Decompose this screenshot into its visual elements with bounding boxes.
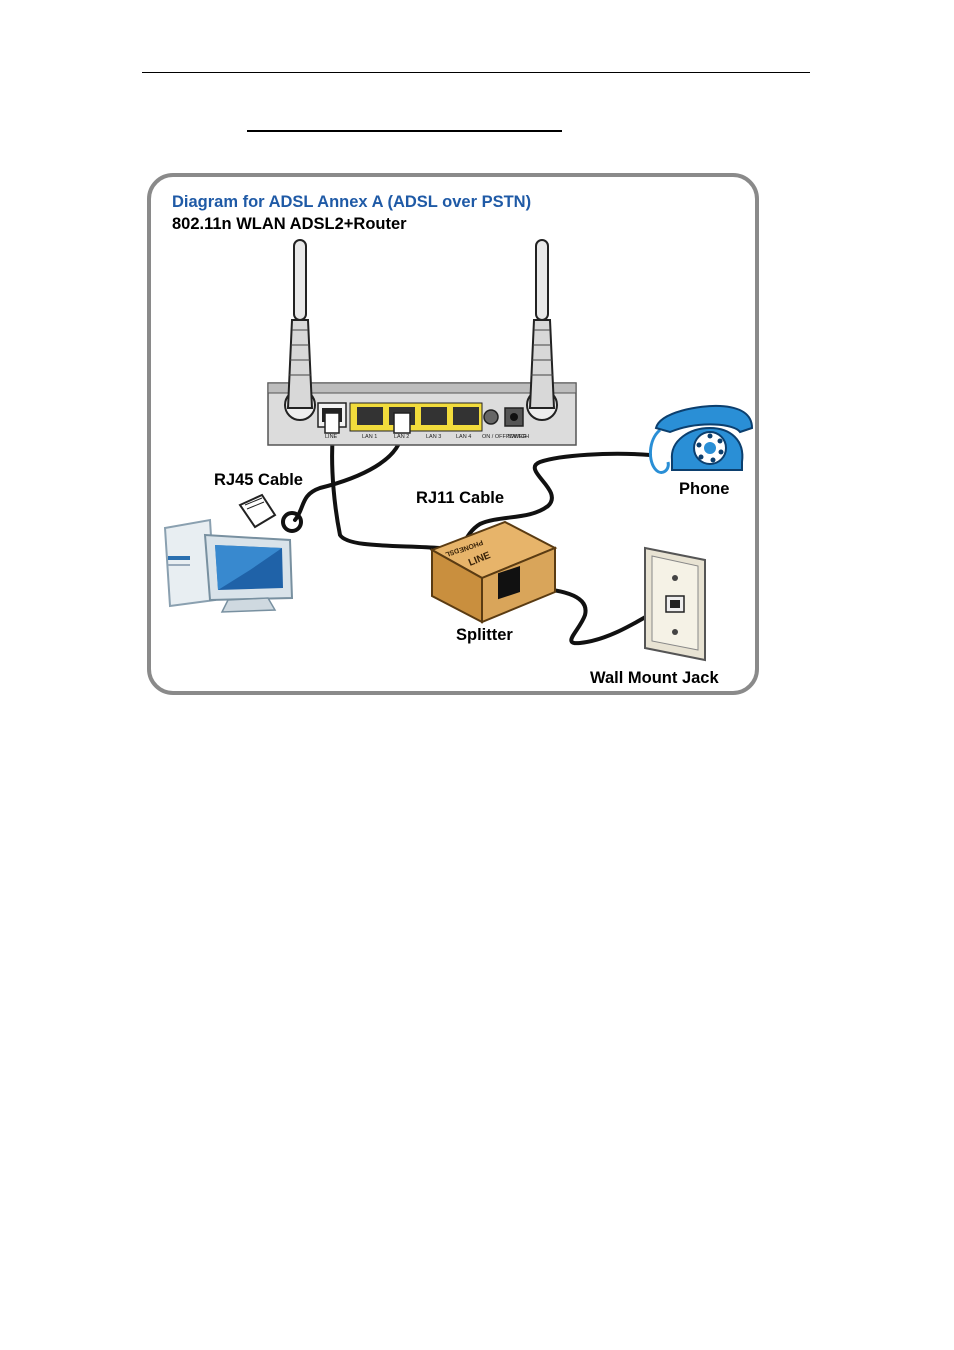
port-label-lan4: LAN 4 <box>456 434 471 440</box>
port-label-lan1: LAN 1 <box>362 434 377 440</box>
telephone <box>656 406 752 470</box>
label-rj45-cable: RJ45 Cable <box>214 471 303 490</box>
port-label-line: LINE <box>325 434 338 440</box>
port-label-lan2: LAN 2 <box>394 434 409 440</box>
wall-mount-jack <box>645 548 705 660</box>
port-label-lan3: LAN 3 <box>426 434 441 440</box>
right-antenna <box>530 240 554 408</box>
label-phone: Phone <box>679 480 729 499</box>
router-switch <box>484 410 498 424</box>
label-wall-mount-jack: Wall Mount Jack <box>590 669 719 688</box>
computer <box>165 495 301 612</box>
phone-cord-curl <box>650 430 668 472</box>
port-label-power: POWER <box>506 434 527 440</box>
label-splitter: Splitter <box>456 626 513 645</box>
splitter: LINE PHONE DSL <box>432 522 555 622</box>
router: LINE LAN 1 LAN 2 LAN 3 LAN 4 ON / OFF SW… <box>268 240 576 445</box>
left-antenna <box>288 240 312 408</box>
label-rj11-cable: RJ11 Cable <box>416 489 504 508</box>
rj11-plug <box>325 413 339 433</box>
rj45-plug-computer <box>240 495 301 531</box>
rj45-plug-router <box>394 413 410 433</box>
